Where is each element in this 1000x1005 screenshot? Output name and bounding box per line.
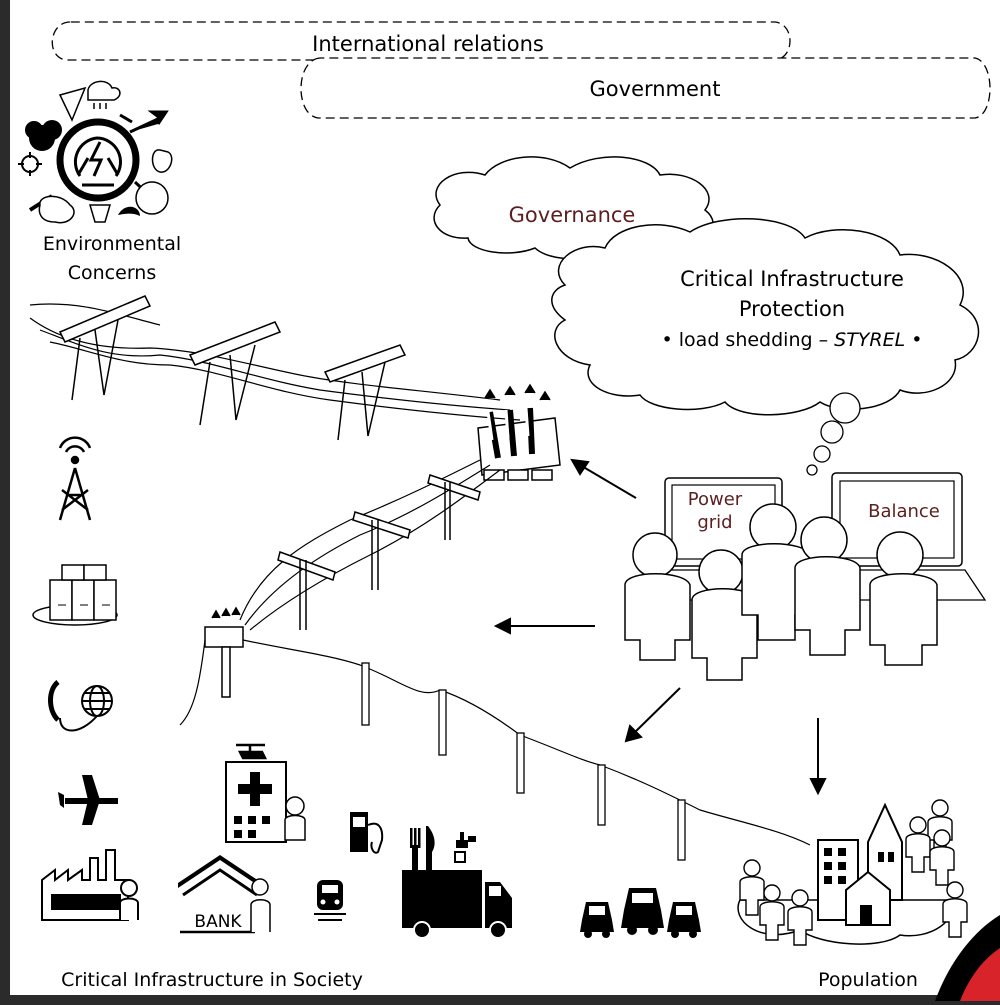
radio-tower-icon: [58, 436, 92, 521]
international-relations-band: International relations: [51, 21, 791, 61]
environmental-label-line2: Concerns: [68, 262, 157, 284]
upper-pylons: [58, 295, 407, 441]
control-room: Power grid Balance: [624, 472, 987, 681]
cip-line1: Critical Infrastructure: [680, 267, 904, 291]
cars-icon: [580, 888, 701, 938]
power-grid-label-line1: Power: [688, 489, 743, 510]
corner-accent: [935, 915, 1000, 1001]
population-people-icon: [739, 799, 968, 946]
arrow-to-transformer: [579, 464, 637, 499]
styrel-name: STYREL: [834, 329, 905, 351]
phone-globe-icon: [48, 680, 113, 732]
population-label: Population: [818, 969, 918, 991]
factory-icon: [41, 849, 139, 921]
server-icon: [32, 564, 118, 626]
cip-line2: Protection: [739, 297, 845, 321]
arrowhead-3: [624, 724, 643, 743]
water-tap-icon: [454, 832, 476, 863]
people-icon: [624, 503, 938, 681]
government-label: Government: [590, 77, 721, 101]
arrowhead-1: [570, 458, 590, 476]
city-icon: [737, 802, 953, 945]
recycle-lightning-icon: [18, 80, 173, 224]
middle-poles: [277, 474, 481, 630]
environmental-label-line1: Environmental: [43, 233, 181, 255]
thought-bubbles: [806, 392, 861, 476]
low-voltage-poles: [361, 662, 686, 861]
lower-transformer-icon: [204, 606, 244, 698]
cip-line3: • load shedding – STYREL •: [662, 329, 923, 351]
arrowhead-4: [809, 778, 827, 796]
government-band: Government: [300, 57, 991, 119]
governance-label: Governance: [509, 203, 636, 227]
truck-icon: [402, 870, 512, 939]
cip-line3-prefix: • load shedding –: [662, 329, 835, 351]
arrowhead-2: [493, 617, 511, 635]
fuel-pump-icon: [350, 812, 384, 854]
arrow-to-society: [631, 687, 681, 736]
airplane-icon: [58, 775, 118, 825]
train-icon: [314, 880, 346, 921]
cip-line3-suffix: •: [905, 329, 922, 351]
bank-label: BANK: [194, 912, 242, 932]
arrows: [493, 458, 827, 796]
critical-infrastructure-label: Critical Infrastructure in Society: [61, 969, 363, 991]
cutlery-icon: [410, 826, 435, 880]
transformer-icon: [477, 383, 561, 481]
balance-label: Balance: [868, 501, 940, 522]
hospital-icon: [225, 743, 306, 843]
bank-icon: BANK: [178, 855, 271, 934]
cip-cloud: Critical Infrastructure Protection • loa…: [551, 218, 980, 416]
power-grid-label-line2: grid: [697, 512, 732, 533]
international-relations-label: International relations: [312, 32, 544, 56]
